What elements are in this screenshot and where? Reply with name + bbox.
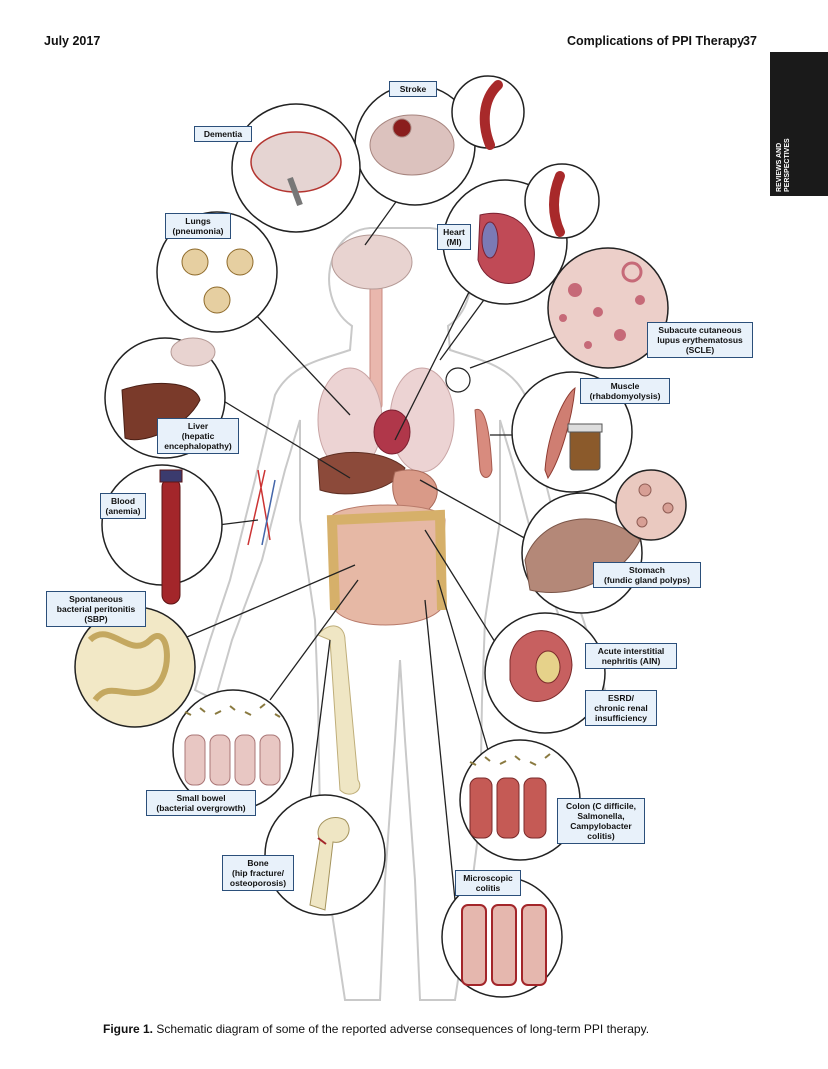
label-stroke: Stroke — [389, 81, 437, 97]
liver-shape — [317, 451, 406, 495]
leader-lines — [179, 132, 561, 901]
kidney-detail — [509, 630, 573, 702]
label-blood: Blood (anemia) — [100, 493, 146, 519]
label-heart: Heart (MI) — [437, 224, 471, 250]
label-small-bowel: Small bowel (bacterial overgrowth) — [146, 790, 256, 816]
label-liver: Liver (hepatic encephalopathy) — [157, 418, 239, 454]
label-dementia: Dementia — [194, 126, 252, 142]
artery-stroke — [479, 80, 503, 150]
label-stomach: Stomach (fundic gland polyps) — [593, 562, 701, 588]
polyps — [636, 483, 674, 528]
label-ain: Acute interstitial nephritis (AIN) — [585, 643, 677, 669]
body-outline — [193, 227, 607, 1001]
label-sbp: Spontaneous bacterial peritonitis (SBP) — [46, 591, 146, 627]
label-lungs: Lungs (pneumonia) — [165, 213, 231, 239]
artery-heart — [549, 171, 565, 237]
dementia-brain — [250, 131, 342, 207]
scle-ring — [621, 261, 643, 283]
muscle-fiber — [544, 386, 576, 480]
colon-crypts — [469, 777, 547, 839]
villi — [184, 734, 281, 786]
sbp-loops — [87, 631, 170, 703]
colon-bacteria — [469, 753, 551, 766]
heart-shape — [373, 409, 411, 455]
label-scle: Subacute cutaneous lupus erythematosus (… — [647, 322, 753, 358]
bacteria — [184, 703, 281, 718]
mc-crypts — [461, 904, 547, 986]
figure-caption: Figure 1. Schematic diagram of some of t… — [103, 1022, 649, 1036]
skin-spot-marker — [445, 367, 471, 393]
urine-cup — [567, 423, 603, 471]
label-esrd: ESRD/ chronic renal insufficiency — [585, 690, 657, 726]
stomach-detail — [524, 518, 641, 594]
page-number: 37 — [743, 34, 757, 48]
liver-brain-mini — [170, 337, 216, 367]
circle-lungs — [156, 211, 278, 333]
colon-frame — [326, 509, 447, 611]
circle-polyps — [615, 469, 687, 541]
alveoli — [181, 248, 254, 314]
label-colon: Colon (C difficile, Salmonella, Campylob… — [557, 798, 645, 844]
section-tab: REVIEWS AND PERSPECTIVES — [770, 52, 828, 196]
stroke-brain — [369, 114, 455, 176]
bone-detail — [309, 817, 350, 911]
label-microscopic-colitis: Microscopic colitis — [455, 870, 521, 896]
heart-detail — [477, 212, 535, 284]
figure-label: Figure 1. — [103, 1022, 154, 1036]
circle-heart-artery — [524, 163, 600, 239]
blood-tube — [159, 469, 183, 605]
arm-vessels — [247, 469, 271, 546]
fracture-mark — [317, 837, 327, 845]
femur-shape — [317, 625, 361, 795]
caption-text: Schematic diagram of some of the reporte… — [153, 1022, 650, 1036]
running-title: Complications of PPI Therapy — [567, 34, 745, 48]
header-date: July 2017 — [44, 34, 101, 48]
scle-lesions — [559, 283, 645, 349]
brain-shape — [331, 234, 413, 290]
label-muscle: Muscle (rhabdomyolysis) — [580, 378, 670, 404]
arm-muscle-shape — [474, 408, 493, 478]
arm-vessels-blue — [261, 479, 276, 546]
liver-detail — [121, 382, 201, 441]
label-bone: Bone (hip fracture/ osteoporosis) — [222, 855, 294, 891]
